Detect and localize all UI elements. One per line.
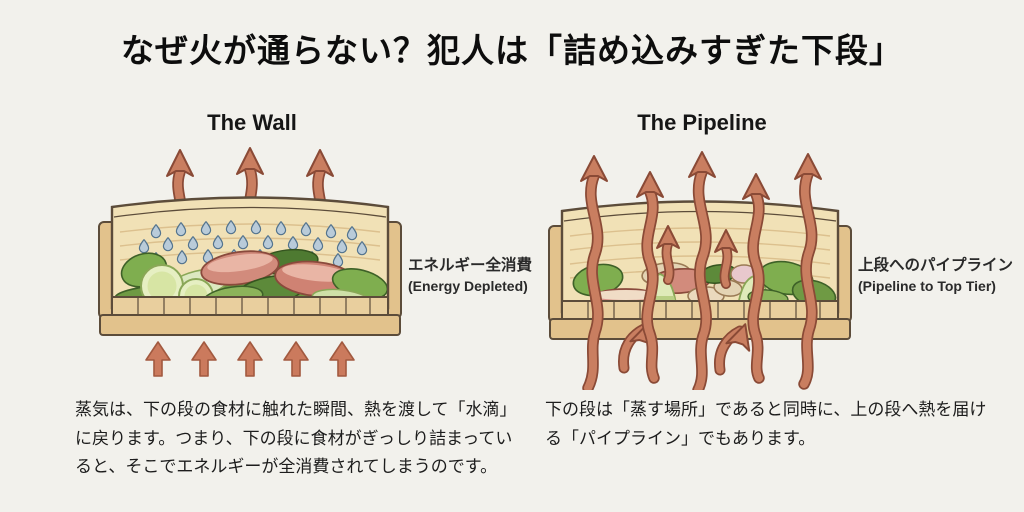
- steam-in-arrows-icon: [145, 341, 355, 377]
- steamer-base: [99, 296, 401, 336]
- label-pipeline-top-tier: 上段へのパイプライン (Pipeline to Top Tier): [858, 255, 1023, 296]
- page-title: なぜ火が通らない？犯人は「詰め込みすぎた下段」: [121, 32, 903, 69]
- label-energy-depleted-en: (Energy Depleted): [408, 277, 528, 294]
- inner-steam-arrows-icon: [656, 225, 738, 289]
- label-pipeline-top-tier-en: (Pipeline to Top Tier): [858, 277, 996, 294]
- steamer-wall-illustration: [98, 147, 402, 377]
- label-energy-depleted: エネルギー全消費 (Energy Depleted): [408, 255, 553, 296]
- label-pipeline-top-tier-jp: 上段へのパイプライン: [858, 257, 1014, 274]
- bottom-curved-arrows-icon: [618, 321, 751, 376]
- description-wall: 蒸気は、下の段の食材に触れた瞬間、熱を渡して「水滴」に戻ります。つまり、下の段に…: [75, 400, 517, 477]
- description-pipeline: 下の段は「蒸す場所」であると同時に、上の段へ熱を届ける「パイプライン」でもありま…: [545, 400, 987, 448]
- steamer-pipeline-illustration: [548, 151, 852, 390]
- pipeline-arrows-icon: [580, 151, 822, 390]
- panel-heading-wall: The Wall: [207, 110, 297, 135]
- panel-heading-pipeline: The Pipeline: [637, 110, 767, 135]
- label-energy-depleted-jp: エネルギー全消費: [408, 257, 533, 274]
